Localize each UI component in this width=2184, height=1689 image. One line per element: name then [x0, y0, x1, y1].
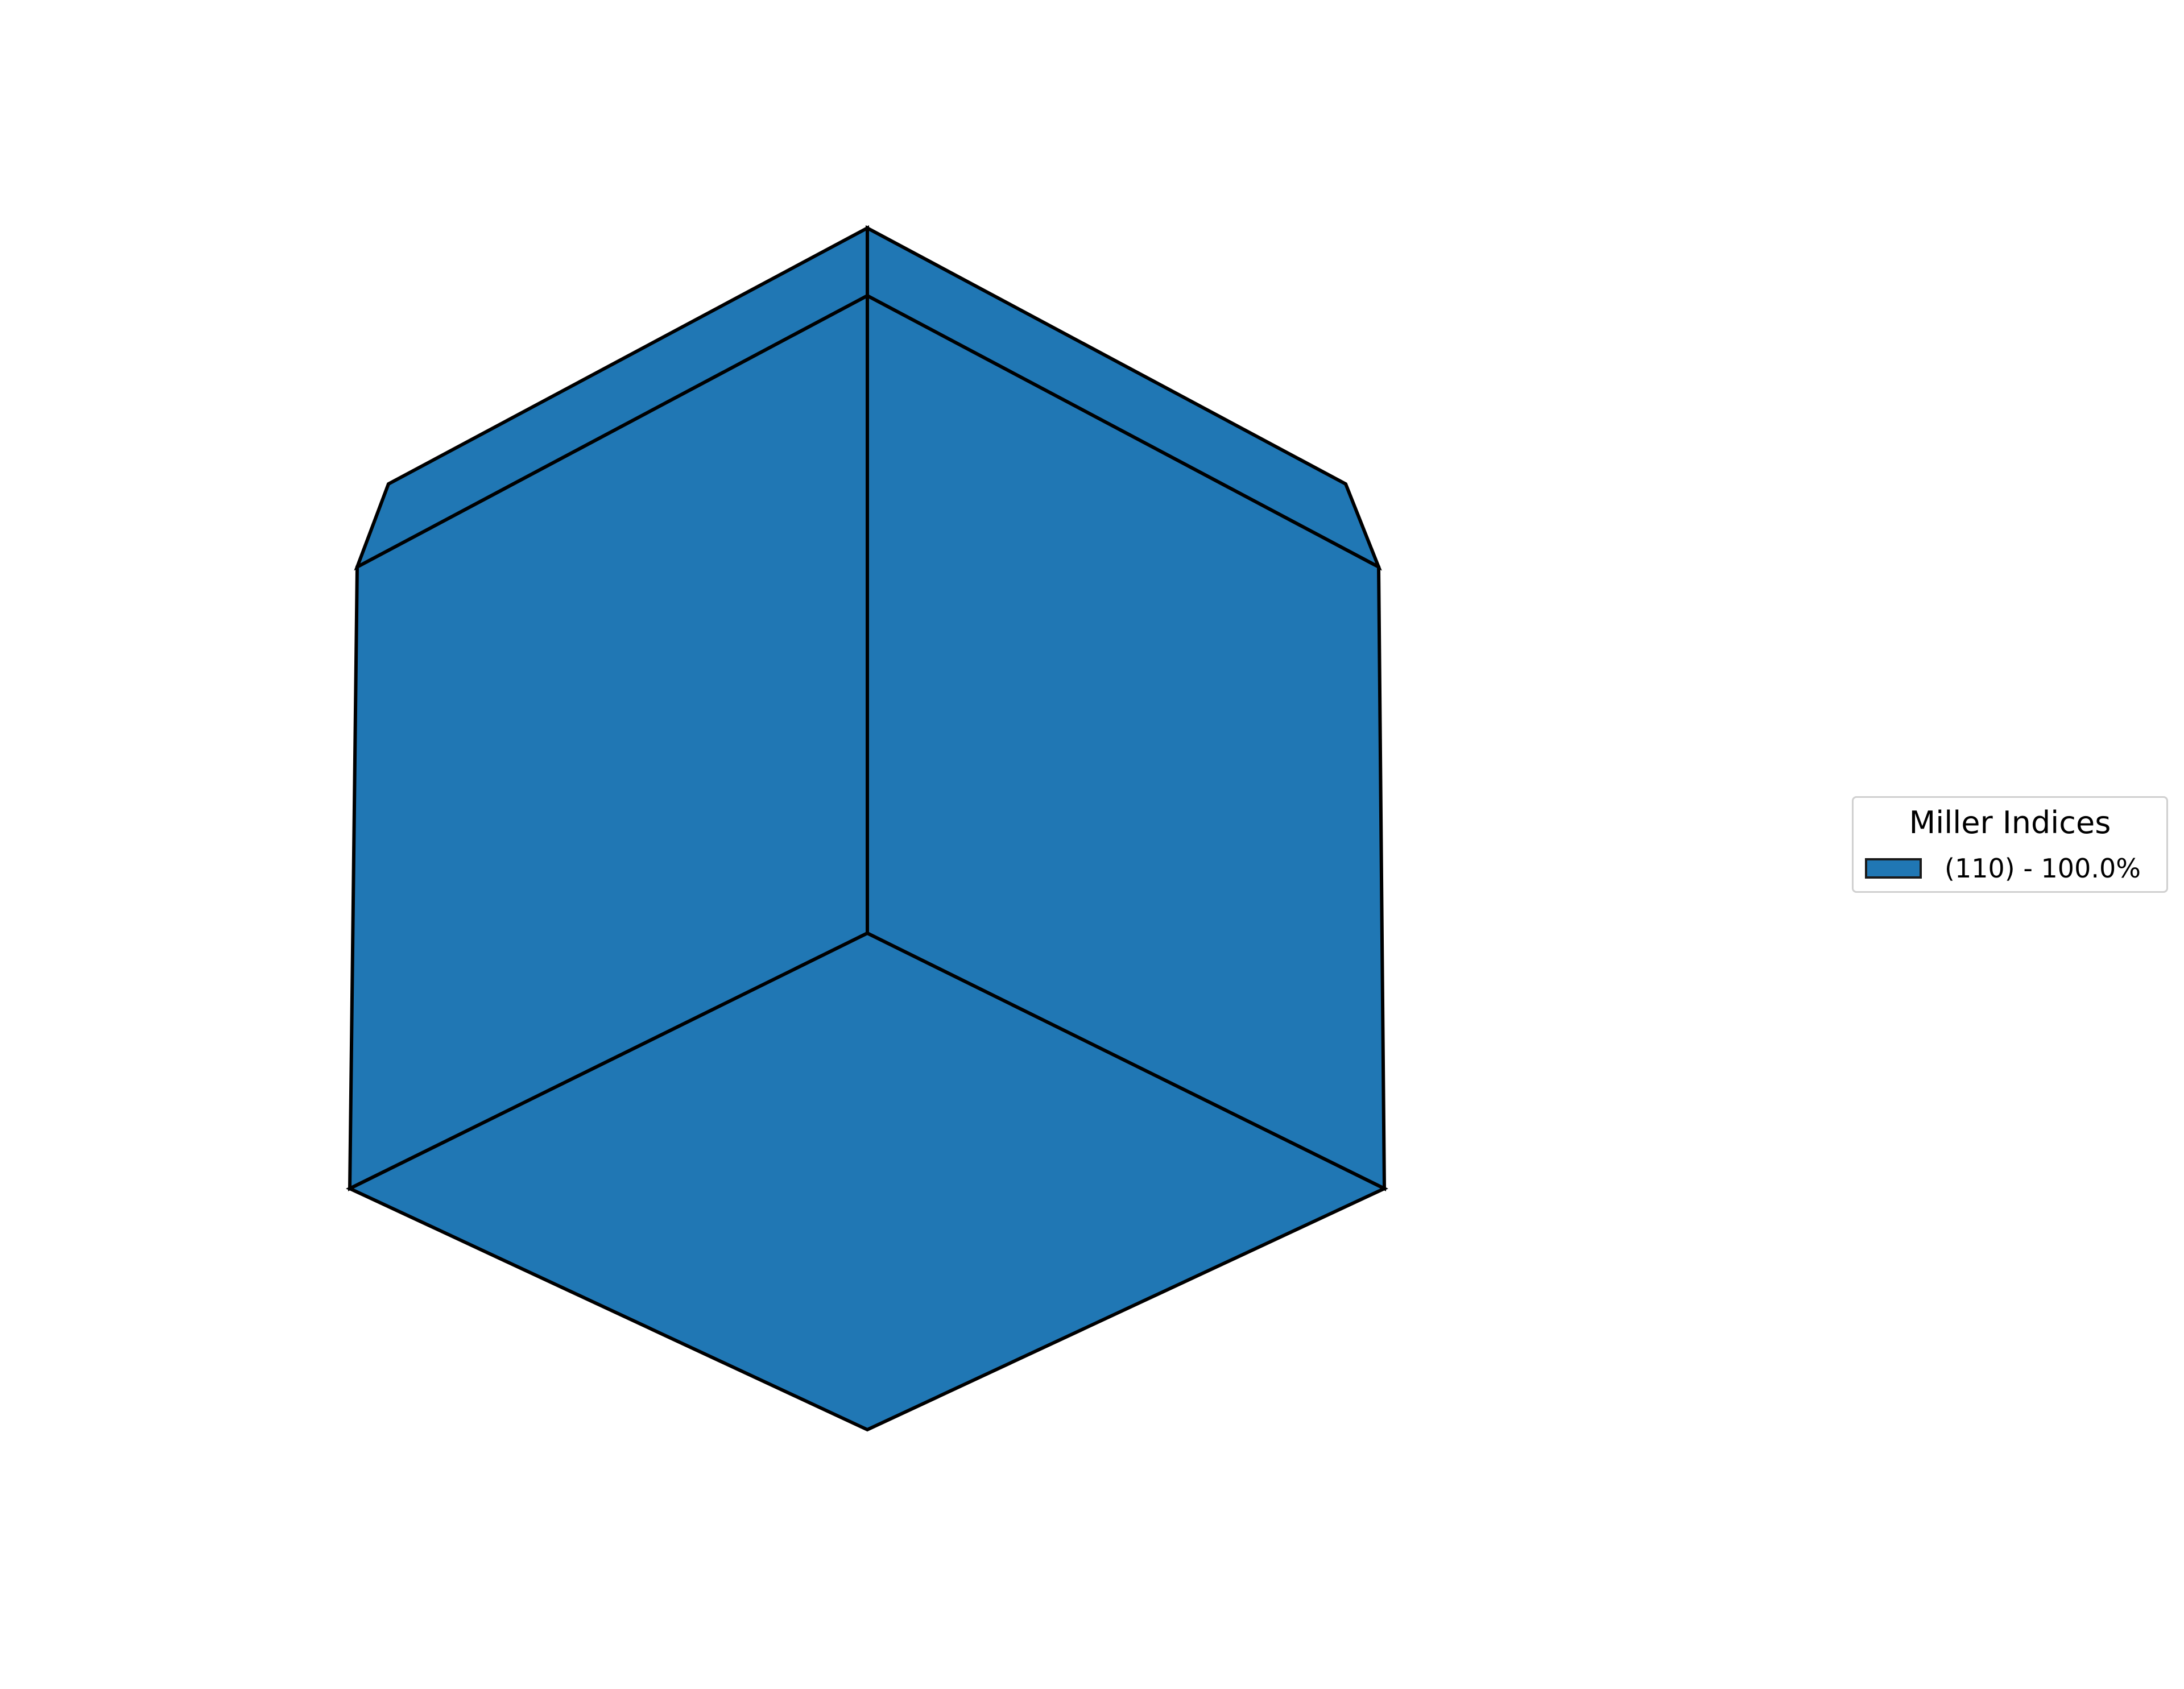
polyhedron-shape — [346, 225, 1388, 1432]
legend-item-label: (110) - 100.0% — [1945, 853, 2141, 884]
legend: Miller Indices (110) - 100.0% — [1852, 796, 2168, 893]
legend-title: Miller Indices — [1909, 805, 2111, 841]
legend-item: (110) - 100.0% — [1865, 853, 2141, 884]
bottom-face — [346, 931, 1388, 1432]
legend-swatch — [1865, 858, 1922, 879]
